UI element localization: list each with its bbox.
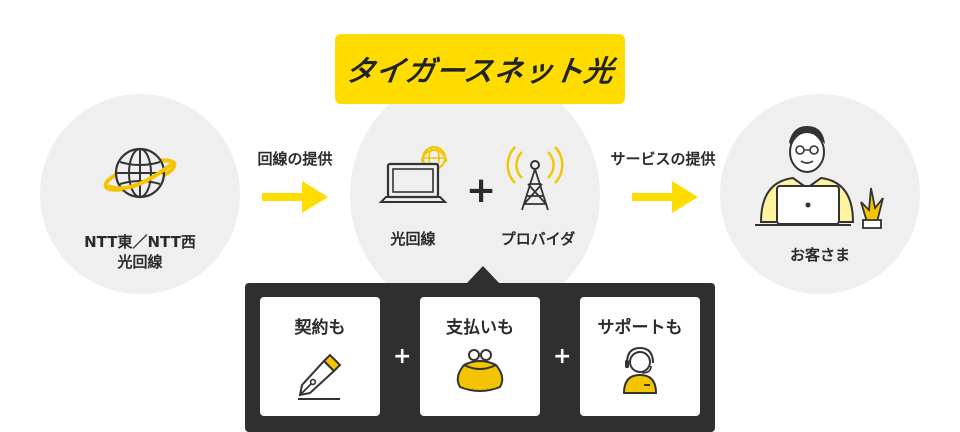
globe-icon <box>103 147 177 199</box>
arrow1-icon <box>262 181 328 213</box>
plus-1: + <box>393 344 412 369</box>
brand-logo: タイガースネット光 <box>335 34 625 104</box>
laptop-icon <box>378 146 448 203</box>
panel-pointer <box>466 266 500 284</box>
ntt-label: NTT東／NTT西 光回線 <box>60 232 220 272</box>
support-headset-icon <box>622 346 658 394</box>
antenna-icon <box>506 146 564 211</box>
card-payment-label: 支払いも <box>446 318 514 338</box>
logo-text: タイガースネット光 <box>343 54 617 88</box>
arrow2-icon <box>632 181 698 213</box>
card-support-label: サポートも <box>597 318 683 338</box>
card-contract-label: 契約も <box>294 318 346 338</box>
arrow2-label: サービスの提供 <box>610 150 716 168</box>
card-support: サポートも <box>580 297 700 416</box>
plus-2: + <box>553 344 572 369</box>
ntt-label-line1: NTT東／NTT西 <box>84 233 196 251</box>
purse-icon <box>456 349 504 392</box>
provider-label: プロバイダ <box>500 230 576 248</box>
card-payment: 支払いも <box>420 297 540 416</box>
plus-middle: + <box>466 170 497 211</box>
customer-label: お客さま <box>789 246 850 264</box>
card-contract: 契約も <box>260 297 380 416</box>
fiber-label: 光回線 <box>390 230 436 248</box>
arrow1-label: 回線の提供 <box>257 150 333 168</box>
customer-icon <box>755 126 884 229</box>
ntt-label-line2: 光回線 <box>117 253 163 271</box>
pen-nib-icon <box>298 353 342 400</box>
